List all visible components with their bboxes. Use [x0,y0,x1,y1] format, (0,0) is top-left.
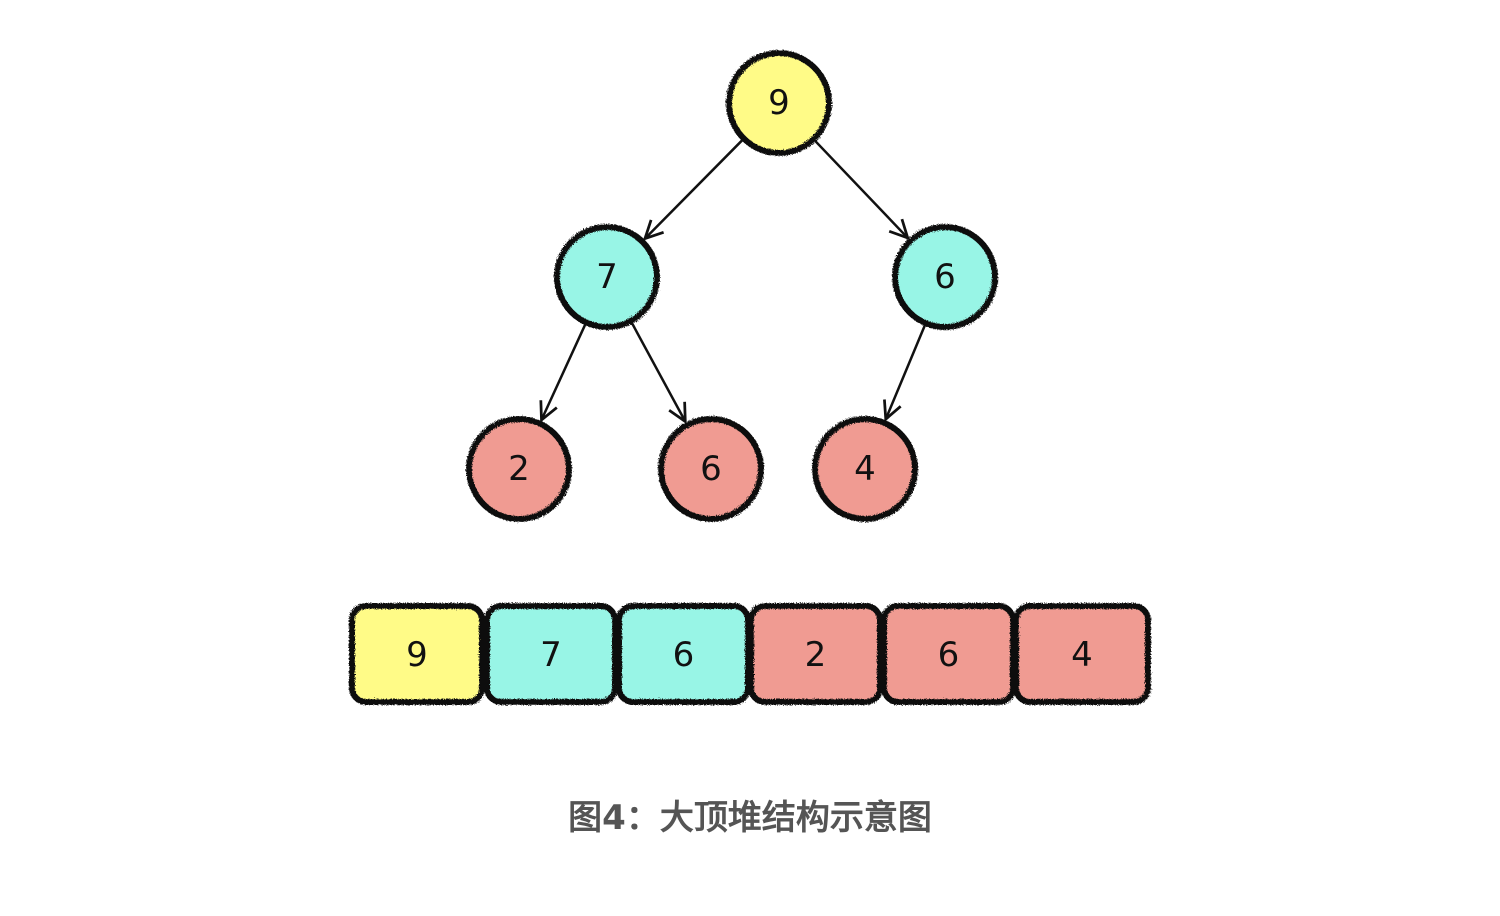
node-circle [554,224,660,330]
array-cell: 6 [616,603,751,705]
node-value: 9 [768,83,790,123]
edge-arrow [886,322,927,419]
node-value: 6 [934,257,956,297]
cell-value: 6 [938,635,960,675]
array-cell: 4 [1013,603,1151,705]
node-value: 2 [508,449,530,489]
node-circle [892,224,998,330]
cell-value: 7 [540,635,562,675]
array-cell: 7 [484,603,618,705]
array-cell: 6 [881,603,1016,705]
node-value: 6 [700,449,722,489]
node-circle [466,416,572,522]
tree-node: 6 [892,224,998,330]
cell-box [349,603,485,705]
tree-node: 6 [658,416,764,522]
edge-arrow [541,321,588,419]
cell-value: 2 [805,635,827,675]
cell-value: 9 [406,635,428,675]
array-cell: 9 [349,603,485,705]
array-cell: 2 [748,603,883,705]
node-circle [812,416,918,522]
figure-caption: 图4：大顶堆结构示意图 [568,798,932,838]
cell-value: 4 [1071,635,1093,675]
tree-node: 9 [726,50,832,156]
tree-node: 2 [466,416,572,522]
edge-arrow [812,138,908,238]
cell-box [1013,603,1151,705]
node-circle [726,50,832,156]
tree-node: 4 [812,416,918,522]
cell-box [484,603,618,705]
node-value: 7 [596,257,618,297]
node-value: 4 [854,449,876,489]
edge-arrow [645,137,745,239]
tree-node: 7 [554,224,660,330]
edge-arrow [629,320,685,422]
cell-box [748,603,883,705]
cell-value: 6 [673,635,695,675]
node-circle [658,416,764,522]
